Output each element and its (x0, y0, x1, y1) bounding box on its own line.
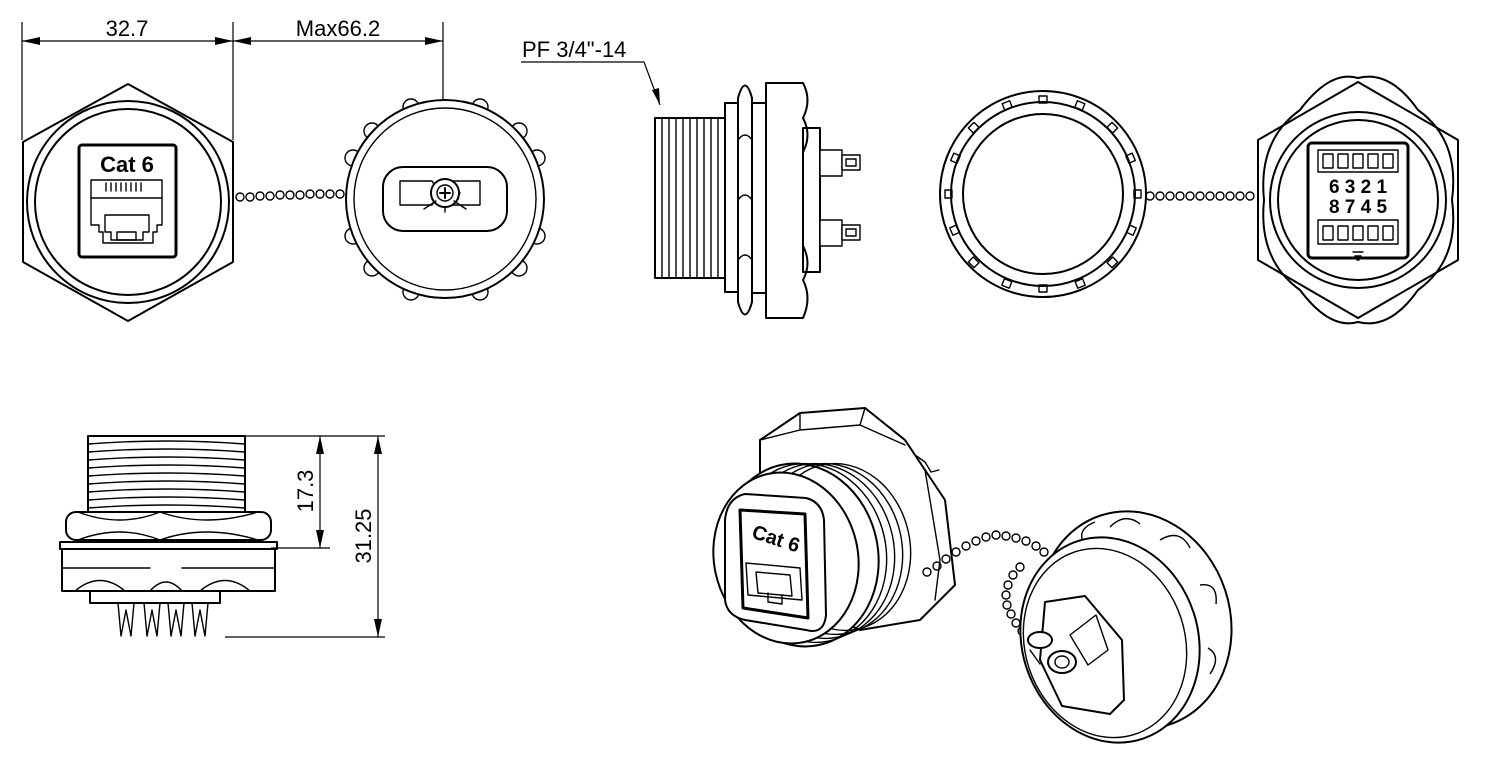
dimension-thread-label: PF 3/4"-14 (522, 37, 626, 62)
isometric-view: Cat 6 (712, 407, 1233, 744)
dimension-thread-callout: PF 3/4"-14 (521, 37, 661, 106)
dimension-width: 32.7 (21, 16, 234, 140)
back-view-jack: 6 3 2 1 8 7 4 5 (1257, 75, 1459, 325)
section-view (59, 435, 278, 637)
dimension-total-height-label: 31.25 (351, 508, 376, 563)
dimension-width-label: 32.7 (106, 16, 149, 41)
front-view-jack: Cat 6 (22, 83, 234, 322)
pin-row-top: 6 3 2 1 (1329, 177, 1388, 198)
dimension-thread-height: 17.3 (245, 435, 385, 549)
cap-interior-view (939, 90, 1147, 298)
pin-row-bottom: 8 7 4 5 (1329, 197, 1388, 218)
chain-back (1145, 191, 1255, 201)
front-view-cap (344, 98, 546, 301)
dimension-max-length-label: Max66.2 (296, 16, 380, 41)
dimension-total-height: 31.25 (225, 436, 385, 638)
side-view (654, 82, 861, 319)
front-jack-label: Cat 6 (100, 152, 154, 177)
dimension-thread-height-label: 17.3 (293, 470, 318, 513)
dimension-max-length: Max66.2 (233, 16, 444, 175)
